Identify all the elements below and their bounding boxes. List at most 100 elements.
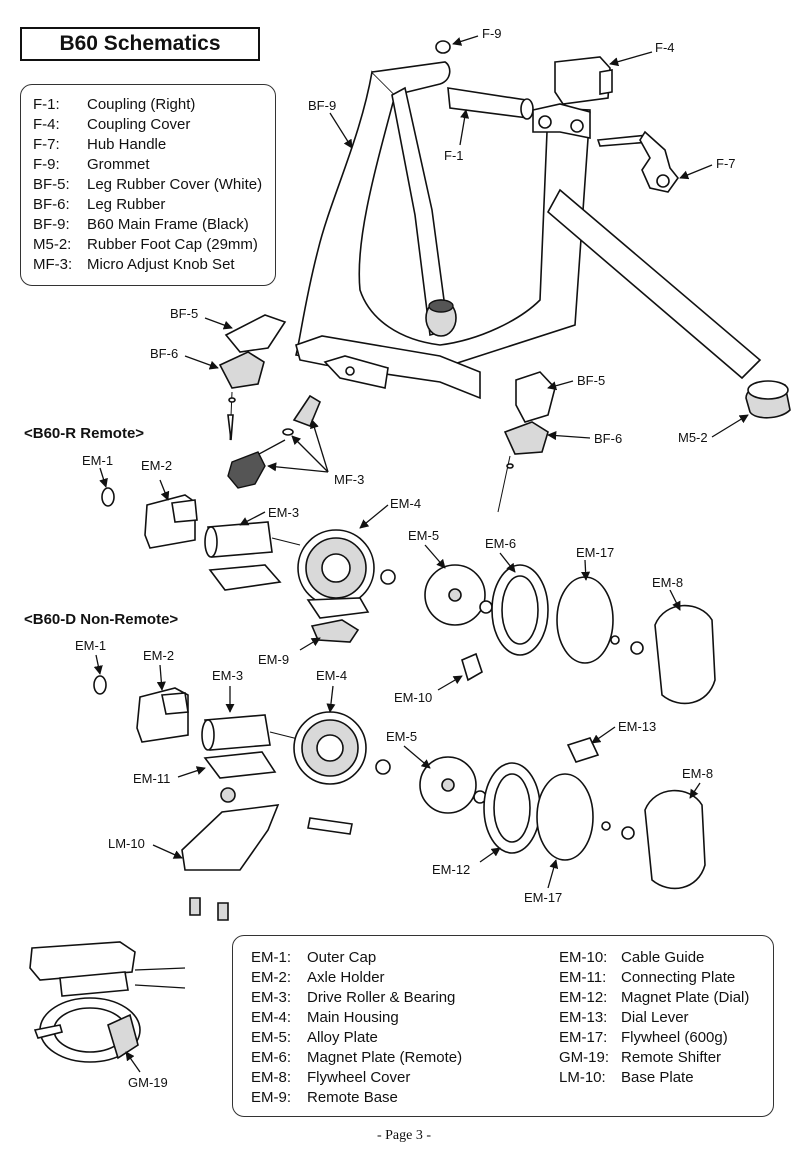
legend-row: EM-10: Cable Guide [559,948,749,968]
part-name: Connecting Plate [621,969,736,986]
part-name: Remote Base [307,1089,398,1106]
callout-bf6-right: BF-6 [594,431,622,446]
part-code: F-9: [33,156,60,173]
part-code: EM-12: [559,989,608,1006]
callout-d-em13: EM-13 [618,719,656,734]
part-name: Cable Guide [621,949,705,966]
callout-r-em8: EM-8 [652,575,683,590]
legend-row: EM-8: Flywheel Cover [251,1068,462,1088]
callout-mf3: MF-3 [334,472,364,487]
legend-row: BF-6:Leg Rubber [33,195,275,215]
part-code: EM-17: [559,1029,608,1046]
part-name: Coupling (Right) [87,96,196,113]
part-code: EM-4: [251,1009,292,1026]
part-name: Rubber Foot Cap (29mm) [87,236,258,253]
non-remote-unit [93,675,706,921]
part-name: Flywheel Cover [307,1069,411,1086]
part-name: Magnet Plate (Dial) [621,989,750,1006]
callout-d-em5: EM-5 [386,729,417,744]
callout-r-em10: EM-10 [394,690,432,705]
callout-d-em11: EM-11 [133,771,170,786]
legend-row: BF-9:B60 Main Frame (Black) [33,215,275,235]
part-name: Main Housing [307,1009,399,1026]
part-code: EM-13: [559,1009,608,1026]
legend-row: EM-13: Dial Lever [559,1008,749,1028]
main-frame [294,61,762,400]
callout-r-em4: EM-4 [390,496,421,511]
part-name: Flywheel (600g) [621,1029,728,1046]
part-name: Hub Handle [87,136,167,153]
callout-r-em2: EM-2 [141,458,172,473]
part-code: F-7: [33,136,60,153]
legend-row: EM-2: Axle Holder [251,968,462,988]
part-name: B60 Main Frame (Black) [87,216,249,233]
part-name: Base Plate [621,1069,694,1086]
callout-m52: M5-2 [678,430,708,445]
callout-f7: F-7 [716,156,736,171]
legend-row: MF-3:Micro Adjust Knob Set [33,255,275,275]
part-name: Outer Cap [307,949,377,966]
legend-row: EM-17: Flywheel (600g) [559,1028,749,1048]
part-code: BF-5: [33,176,70,193]
callout-bf6-left: BF-6 [150,346,178,361]
callout-d-lm10: LM-10 [108,836,145,851]
callout-d-em1: EM-1 [75,638,106,653]
part-name: Alloy Plate [307,1029,378,1046]
part-name: Axle Holder [307,969,385,986]
foot-cap [745,380,791,419]
legend-row: F-9:Grommet [33,155,275,175]
legend-row: EM-6: Magnet Plate (Remote) [251,1048,462,1068]
callout-d-em8: EM-8 [682,766,713,781]
legend-row: F-7: Hub Handle [33,135,275,155]
part-code: M5-2: [33,236,72,253]
part-code: EM-8: [251,1069,292,1086]
left-leg-rubber [218,314,287,441]
callout-d-em4: EM-4 [316,668,347,683]
legend-row: EM-4: Main Housing [251,1008,462,1028]
part-name: Dial Lever [621,1009,689,1026]
part-code: EM-6: [251,1049,292,1066]
remote-shifter [29,941,186,1063]
legend-row: LM-10: Base Plate [559,1068,749,1088]
part-name: Coupling Cover [87,116,191,133]
page-footer: - Page 3 - [376,1128,432,1143]
leader-lines [93,35,749,1073]
right-leg-rubber [497,371,556,513]
part-name: Micro Adjust Knob Set [87,256,235,273]
callout-bf5-right: BF-5 [577,373,605,388]
part-code: LM-10: [559,1069,606,1086]
callout-f4: F-4 [655,40,675,55]
legend-row: BF-5: Leg Rubber Cover (White) [33,175,275,195]
part-code: F-1: [33,96,60,113]
part-code: EM-3: [251,989,292,1006]
callout-r-em9: EM-9 [258,652,289,667]
legend-row: EM-11: Connecting Plate [559,968,749,988]
callout-d-em12: EM-12 [432,862,470,877]
legend-row: EM-1: Outer Cap [251,948,462,968]
callout-r-em6: EM-6 [485,536,516,551]
part-code: EM-10: [559,949,608,966]
micro-adjust-knob [227,394,322,489]
legend-row: F-4:Coupling Cover [33,115,275,135]
callout-d-em2: EM-2 [143,648,174,663]
legend-row: M5-2: Rubber Foot Cap (29mm) [33,235,275,255]
part-name: Magnet Plate (Remote) [307,1049,463,1066]
callout-r-em3: EM-3 [268,505,299,520]
part-code: EM-1: [251,949,292,966]
section-heading-remote: <B60-R Remote> [24,425,145,442]
callout-f9: F-9 [482,26,502,41]
part-name: Remote Shifter [621,1049,722,1066]
callout-f1: F-1 [444,148,464,163]
callout-d-em3: EM-3 [212,668,243,683]
part-code: EM-2: [251,969,292,986]
part-name: Leg Rubber Cover (White) [87,176,263,193]
callout-labels: F-9 F-4 BF-9 F-1 F-7 BF-5 BF-6 BF-5 BF-6… [75,26,736,1090]
part-name: Drive Roller & Bearing [307,989,456,1006]
callout-r-em5: EM-5 [408,528,439,543]
part-code: EM-11: [559,969,607,986]
legend-row: EM-3: Drive Roller & Bearing [251,988,462,1008]
